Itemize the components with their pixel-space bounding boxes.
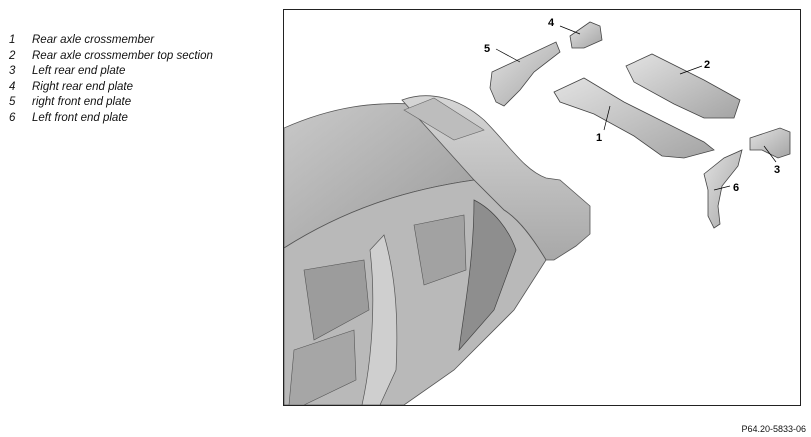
legend-label: Rear axle crossmember top section xyxy=(32,49,213,62)
legend-number: 1 xyxy=(9,34,16,46)
left-front-end-plate xyxy=(703,149,743,229)
leader-lines xyxy=(495,25,777,191)
callout-5: 5 xyxy=(484,43,490,55)
legend-label: Right rear end plate xyxy=(32,80,134,93)
legend-item: 2 Rear axle crossmember top section xyxy=(9,49,213,65)
legend-label: Left rear end plate xyxy=(32,65,126,78)
parts-legend: 1 Rear axle crossmember 2 Rear axle crossm… xyxy=(9,33,213,127)
rear-axle-crossmember xyxy=(553,77,715,159)
leader-line-1 xyxy=(603,105,611,131)
legend-number: 6 xyxy=(9,111,16,124)
leader-line-5 xyxy=(495,48,521,63)
legend-number: 2 xyxy=(9,49,16,62)
legend-item: 5 right front end plate xyxy=(9,95,213,111)
callout-4: 4 xyxy=(548,17,555,29)
callout-2: 2 xyxy=(704,59,710,71)
legend-label: Left front end plate xyxy=(32,111,128,124)
legend-label: Rear axle crossmember xyxy=(32,34,155,46)
callout-3: 3 xyxy=(774,164,780,176)
legend-item: 6 Left front end plate xyxy=(9,111,213,127)
leader-line-3 xyxy=(763,145,777,163)
legend-item: 3 Left rear end plate xyxy=(9,64,213,80)
right-rear-end-plate xyxy=(569,21,603,49)
body-shell-illustration: 4 5 2 1 3 6 xyxy=(284,17,791,405)
callout-1: 1 xyxy=(596,132,602,144)
leader-line-4 xyxy=(559,25,581,35)
legend-item: 1 Rear axle crossmember xyxy=(9,33,213,49)
legend-item: 4 Right rear end plate xyxy=(9,80,213,96)
legend-number: 3 xyxy=(9,65,16,78)
legend-number: 5 xyxy=(9,96,16,109)
legend-number: 4 xyxy=(9,80,16,93)
rear-axle-crossmember-top-section xyxy=(625,53,741,119)
callout-6: 6 xyxy=(733,182,739,194)
right-front-end-plate xyxy=(489,41,561,107)
legend-label: right front end plate xyxy=(32,96,132,109)
left-rear-end-plate xyxy=(749,127,791,159)
illustration-frame: 4 5 2 1 3 6 xyxy=(283,9,801,406)
vehicle-body-shell xyxy=(284,95,591,405)
figure-reference-code: P64.20-5833-06 xyxy=(741,424,806,434)
leader-line-6 xyxy=(713,185,731,191)
leader-line-2 xyxy=(679,65,703,75)
